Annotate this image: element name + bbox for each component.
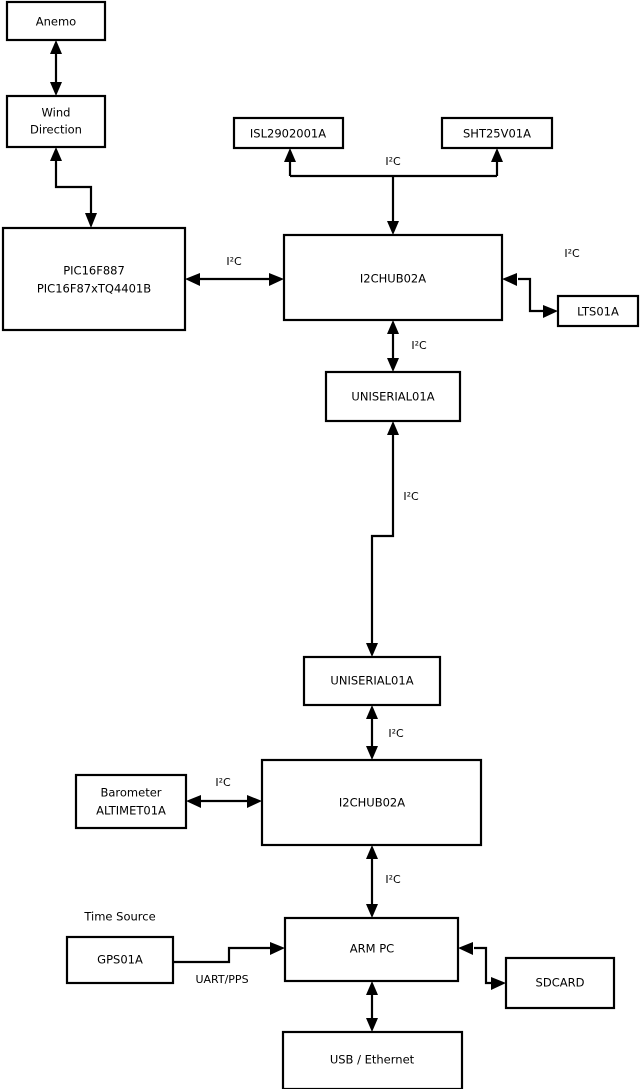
edge-gps-armpc — [173, 942, 285, 964]
node-uniserial01a-top[interactable]: UNISERIAL01A — [324, 370, 462, 423]
node-sdcard[interactable]: SDCARD — [504, 956, 616, 1010]
node-sht25v01a-label: SHT25V01A — [463, 127, 531, 141]
edge-label-i2c-lts: I²C — [564, 247, 580, 260]
node-sht25v01a[interactable]: SHT25V01A — [440, 116, 554, 150]
node-arm-pc-label: ARM PC — [350, 942, 394, 956]
edge-label-i2c-barometer: I²C — [215, 776, 231, 789]
node-wind-direction-label-line2: Direction — [30, 123, 82, 137]
node-lts01a-label: LTS01A — [577, 305, 619, 319]
node-barometer-label-line1: Barometer — [100, 786, 161, 800]
node-anemo[interactable]: Anemo — [5, 0, 107, 42]
node-i2chub02a-top[interactable]: I2CHUB02A — [282, 233, 504, 322]
node-uniserial01a-top-label: UNISERIAL01A — [351, 390, 434, 404]
edges-layer — [50, 40, 558, 1032]
node-i2chub02a-top-label: I2CHUB02A — [360, 272, 426, 286]
edge-uniserial-uniserial — [366, 421, 399, 657]
node-uniserial01a-bottom[interactable]: UNISERIAL01A — [302, 655, 442, 707]
edge-label-uart-pps: UART/PPS — [195, 973, 248, 986]
edge-label-i2c-uniserial-hub: I²C — [388, 727, 404, 740]
edge-pic-hub — [185, 273, 284, 286]
node-pic-mcu-label-line2: PIC16F87xTQ4401B — [37, 282, 151, 296]
edge-label-i2c-hub-uniserial: I²C — [411, 339, 427, 352]
labels-layer: I²C I²C I²C I²C I²C I²C I²C I²C UART/PPS… — [83, 155, 580, 986]
edge-hub-sensors — [284, 148, 503, 235]
node-uniserial01a-bottom-label: UNISERIAL01A — [330, 674, 413, 688]
edge-hub-uniserial-top — [387, 320, 399, 372]
node-sdcard-label: SDCARD — [536, 976, 585, 990]
node-usb-ethernet-label: USB / Ethernet — [330, 1053, 415, 1067]
node-pic-mcu[interactable]: PIC16F887 PIC16F87xTQ4401B — [1, 226, 187, 332]
node-gps01a[interactable]: GPS01A — [65, 935, 175, 985]
label-time-source: Time Source — [83, 910, 155, 924]
edge-label-i2c-uniserial-link: I²C — [403, 490, 419, 503]
node-pic-mcu-label-line1: PIC16F887 — [63, 264, 125, 278]
node-usb-ethernet[interactable]: USB / Ethernet — [281, 1030, 464, 1089]
edge-label-i2c-hub-armpc: I²C — [385, 873, 401, 886]
node-i2chub02a-bottom[interactable]: I2CHUB02A — [260, 758, 483, 847]
edge-baro-hub — [186, 795, 262, 808]
edge-hub-lts — [502, 273, 558, 318]
node-isl2902001a-label: ISL2902001A — [250, 127, 326, 141]
node-barometer-label-line2: ALTIMET01A — [96, 804, 166, 818]
edge-armpc-usb — [366, 981, 378, 1032]
node-isl2902001a[interactable]: ISL2902001A — [232, 116, 345, 150]
edge-wind-pic — [50, 147, 97, 228]
edge-armpc-sdcard — [458, 942, 506, 990]
edge-anemo-wind — [50, 40, 62, 96]
node-wind-direction[interactable]: Wind Direction — [5, 94, 107, 149]
node-wind-direction-label-line1: Wind — [42, 106, 71, 120]
edge-hub-armpc — [366, 845, 378, 918]
node-i2chub02a-bottom-label: I2CHUB02A — [339, 796, 405, 810]
edge-label-i2c-sensor-bus: I²C — [385, 155, 401, 168]
edge-label-i2c-pic-hub: I²C — [226, 255, 242, 268]
node-gps01a-label: GPS01A — [97, 953, 143, 967]
node-arm-pc[interactable]: ARM PC — [283, 916, 460, 983]
edge-uniserial-hub-bottom — [366, 705, 378, 760]
node-barometer[interactable]: Barometer ALTIMET01A — [74, 773, 188, 830]
node-anemo-label: Anemo — [36, 15, 76, 29]
node-lts01a[interactable]: LTS01A — [556, 294, 640, 328]
